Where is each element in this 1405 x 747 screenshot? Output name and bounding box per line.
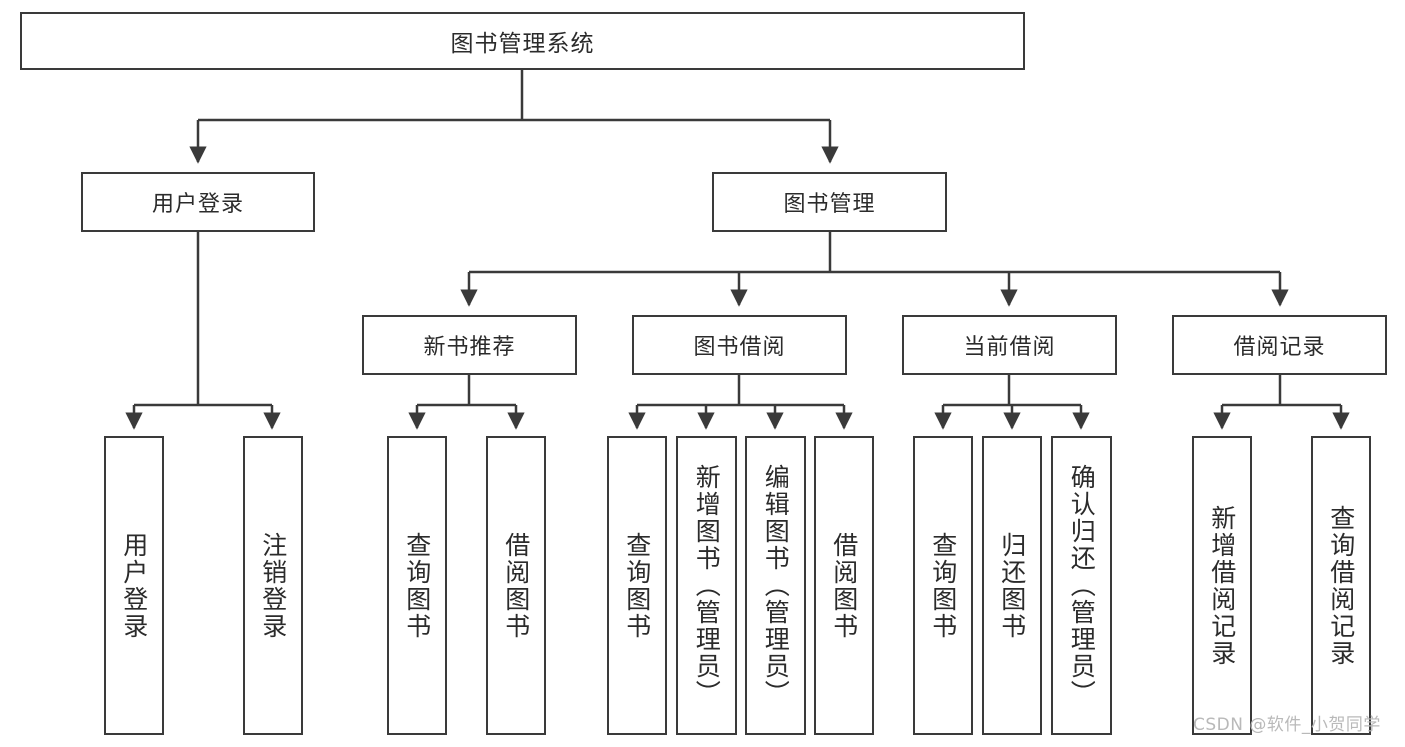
node-leaf-edit-book-admin[interactable]: 编辑图书（管理员）	[745, 436, 806, 735]
node-leaf-borrow-book-2[interactable]: 借阅图书	[814, 436, 874, 735]
node-root-system[interactable]: 图书管理系统	[20, 12, 1025, 70]
node-current-borrow[interactable]: 当前借阅	[902, 315, 1117, 375]
node-leaf-user-login[interactable]: 用户登录	[104, 436, 164, 735]
node-leaf-query-book-2[interactable]: 查询图书	[607, 436, 667, 735]
node-leaf-add-book-admin[interactable]: 新增图书（管理员）	[676, 436, 737, 735]
node-leaf-borrow-book-1[interactable]: 借阅图书	[486, 436, 546, 735]
node-user-login[interactable]: 用户登录	[81, 172, 315, 232]
node-leaf-confirm-return-admin[interactable]: 确认归还（管理员）	[1051, 436, 1112, 735]
node-leaf-query-book-1[interactable]: 查询图书	[387, 436, 447, 735]
node-book-borrow[interactable]: 图书借阅	[632, 315, 847, 375]
node-leaf-add-borrow-record[interactable]: 新增借阅记录	[1192, 436, 1252, 735]
watermark-text: CSDN @软件_小贺同学	[1193, 715, 1381, 735]
node-book-management[interactable]: 图书管理	[712, 172, 947, 232]
node-leaf-return-book[interactable]: 归还图书	[982, 436, 1042, 735]
node-borrow-record[interactable]: 借阅记录	[1172, 315, 1387, 375]
node-leaf-user-logout[interactable]: 注销登录	[243, 436, 303, 735]
node-leaf-query-borrow-record[interactable]: 查询借阅记录	[1311, 436, 1371, 735]
node-new-book-recommend[interactable]: 新书推荐	[362, 315, 577, 375]
node-leaf-query-book-3[interactable]: 查询图书	[913, 436, 973, 735]
